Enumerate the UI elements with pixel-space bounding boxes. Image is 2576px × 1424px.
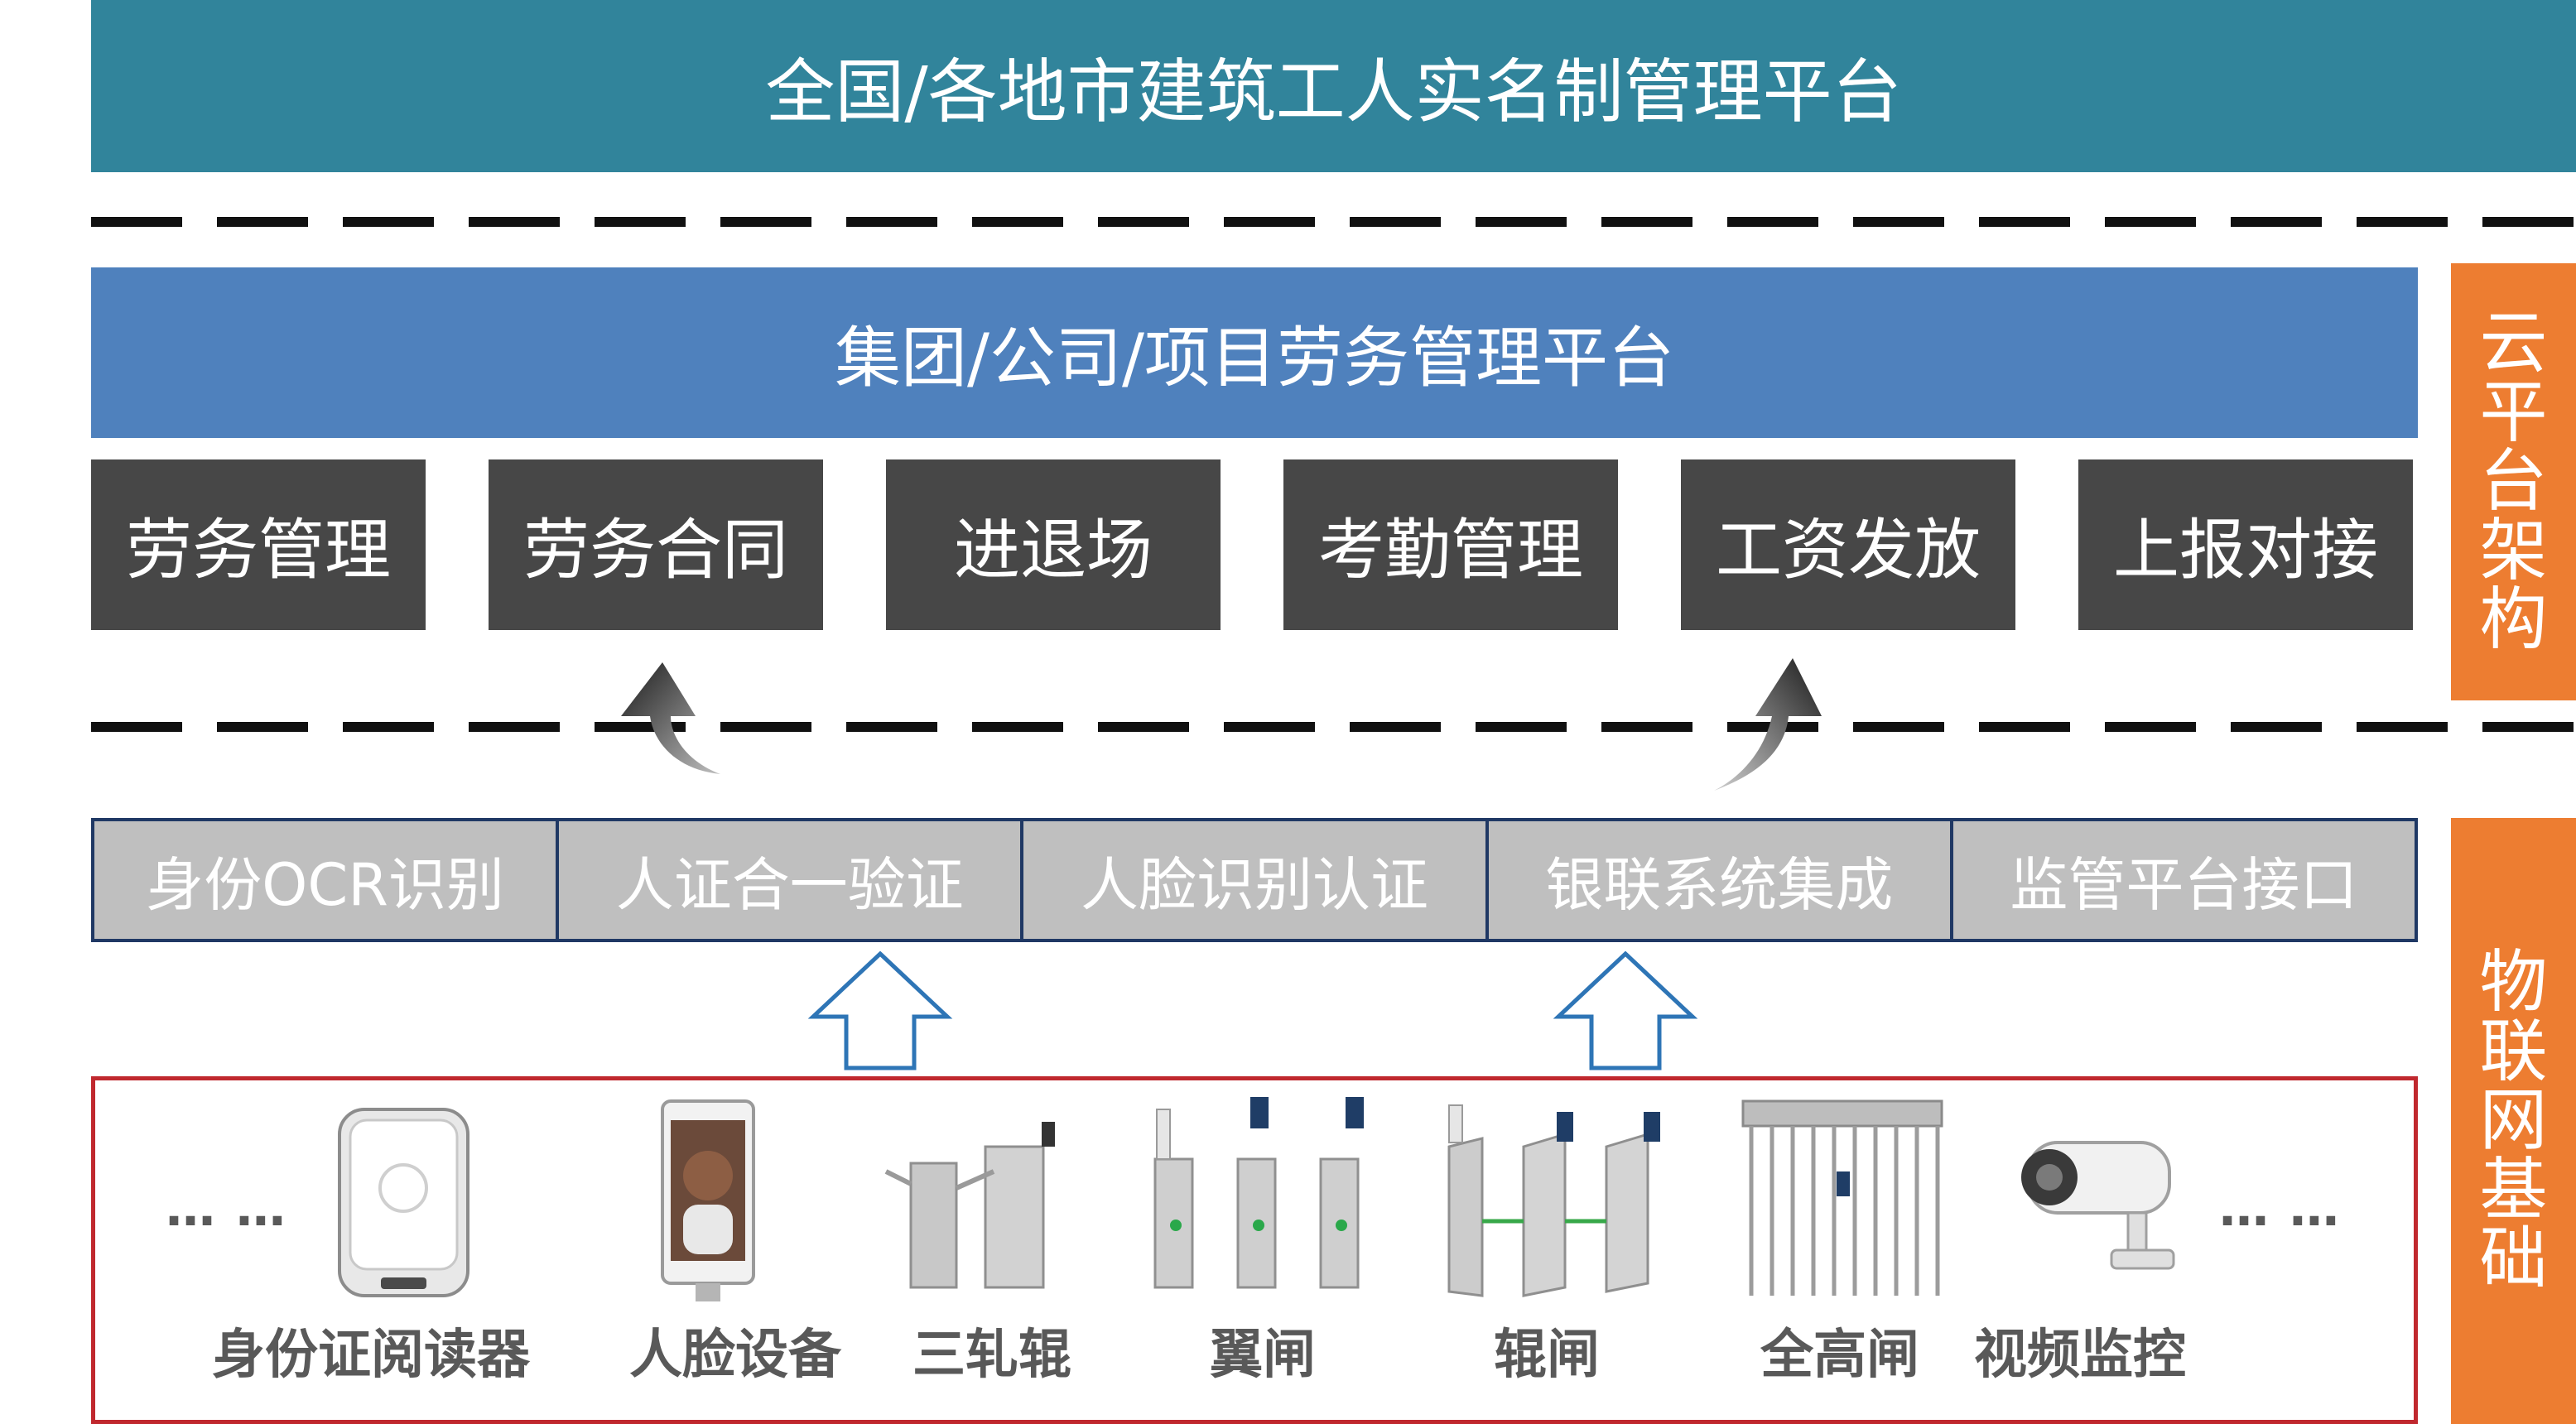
device-label-video: 视频监控 <box>1974 1325 2186 1386</box>
side-iot-char: 联 <box>2479 1012 2548 1091</box>
national-platform-title: 全国/各地市建筑工人实名制管理平台 <box>765 51 1902 132</box>
full-height-turnstile-icon <box>1741 1099 1943 1296</box>
device-label-tripod: 三轧辊 <box>912 1325 1071 1386</box>
device-label-face-device: 人脸设备 <box>629 1325 841 1386</box>
company-platform-title: 集团/公司/项目劳务管理平台 <box>835 320 1674 397</box>
module-payroll: 工资发放 <box>1681 459 2015 630</box>
capability-id-verification: 人证合一验证 <box>559 821 1024 939</box>
side-iot-char: 网 <box>2479 1081 2548 1161</box>
ellipsis-left: … … <box>166 1180 287 1238</box>
wing-gate-icon <box>1153 1097 1364 1289</box>
module-labor-contract: 劳务合同 <box>489 459 823 630</box>
device-label-roller-gate: 辊闸 <box>1494 1325 1600 1386</box>
side-cloud-char: 平 <box>2479 373 2548 452</box>
separator-dashed-top <box>91 217 2576 227</box>
side-label-cloud: 云 平 台 架 构 <box>2451 263 2576 700</box>
tripod-turnstile-icon <box>884 1122 1055 1289</box>
side-iot-char: 基 <box>2479 1150 2548 1229</box>
side-label-iot: 物 联 网 基 础 <box>2451 818 2576 1424</box>
curved-up-arrow-right <box>1714 658 1822 791</box>
module-reporting: 上报对接 <box>2078 459 2413 630</box>
company-platform-banner: 集团/公司/项目劳务管理平台 <box>91 267 2418 438</box>
side-iot-char: 础 <box>2479 1220 2548 1299</box>
side-cloud-char: 云 <box>2479 303 2548 382</box>
capability-id-ocr: 身份OCR识别 <box>94 821 560 939</box>
capability-face-recognition: 人脸识别认证 <box>1023 821 1489 939</box>
devices-box <box>91 1076 2418 1424</box>
separator-dashed-middle <box>91 722 2576 732</box>
device-label-wing-gate: 翼闸 <box>1210 1325 1316 1386</box>
curved-up-arrow-left <box>621 662 720 774</box>
side-cloud-char: 架 <box>2479 511 2548 590</box>
side-cloud-char: 台 <box>2479 442 2548 522</box>
face-device-icon <box>661 1099 755 1301</box>
national-platform-banner: 全国/各地市建筑工人实名制管理平台 <box>91 0 2576 172</box>
ellipsis-right: … … <box>2219 1180 2341 1238</box>
swing-gate-icon <box>1447 1104 1660 1297</box>
cctv-camera-icon <box>2021 1141 2175 1270</box>
hollow-up-arrow-right <box>1553 950 1698 1070</box>
side-iot-char: 物 <box>2479 942 2548 1022</box>
device-label-id-reader: 身份证阅读器 <box>212 1325 530 1386</box>
hollow-up-arrow-left <box>807 950 953 1070</box>
capability-unionpay-integration: 银联系统集成 <box>1489 821 1953 939</box>
capability-regulator-interface: 监管平台接口 <box>2010 850 2358 919</box>
module-labor-management: 劳务管理 <box>91 459 426 630</box>
device-label-full-height: 全高闸 <box>1760 1325 1919 1386</box>
capability-bar: 身份OCR识别 人证合一验证 人脸识别认证 银联系统集成 监管平台接口 <box>91 818 2418 942</box>
id-card-reader-icon <box>338 1108 469 1297</box>
side-cloud-char: 构 <box>2479 580 2548 660</box>
module-attendance: 考勤管理 <box>1283 459 1618 630</box>
module-entry-exit: 进退场 <box>886 459 1221 630</box>
